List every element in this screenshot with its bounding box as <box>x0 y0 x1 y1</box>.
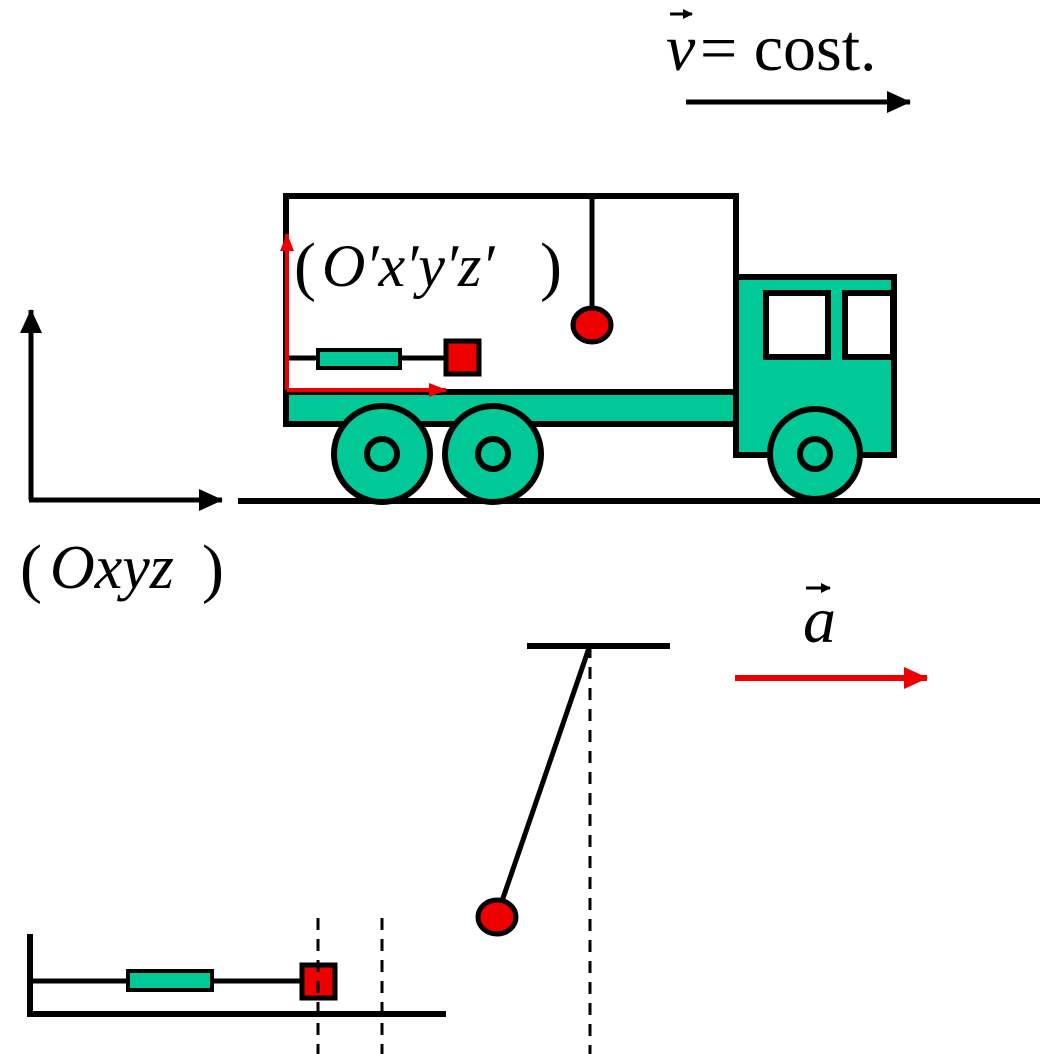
velocity-label: v = cost. <box>666 9 877 85</box>
velocity-constant-text: = cost. <box>700 12 877 85</box>
spring-system-accelerated <box>27 918 446 1054</box>
cab-window-right <box>842 290 896 360</box>
cargo-box <box>283 193 739 427</box>
fixed-frame: ( Oxyz ) <box>20 309 224 605</box>
front-wheel <box>767 406 863 502</box>
rear-wheel-1 <box>331 403 433 505</box>
mass-block-inside <box>443 338 482 377</box>
moving-frame-label: O′x′y′z′ <box>322 233 495 299</box>
pendulum-accelerated <box>475 643 670 1054</box>
spring-accelerated <box>126 969 214 992</box>
truck: ( O′x′y′z′ ) <box>280 193 897 505</box>
moving-frame-paren-open: ( <box>294 230 316 303</box>
pendulum-string-deflected <box>498 647 592 905</box>
fixed-frame-label: Oxyz <box>50 534 174 602</box>
velocity-vector-symbol: v <box>666 12 696 85</box>
spring-inside <box>316 348 402 370</box>
fixed-frame-paren-close: ) <box>202 532 224 605</box>
acceleration-label: a <box>803 583 836 657</box>
pendulum-bob-inside <box>570 305 614 345</box>
cab-window-left <box>763 290 831 360</box>
moving-frame-paren-close: ) <box>540 230 562 303</box>
acceleration-vector-symbol: a <box>803 584 836 657</box>
rear-wheel-2 <box>442 403 544 505</box>
fixed-frame-paren-open: ( <box>20 532 42 605</box>
pendulum-bob-deflected <box>475 897 519 937</box>
